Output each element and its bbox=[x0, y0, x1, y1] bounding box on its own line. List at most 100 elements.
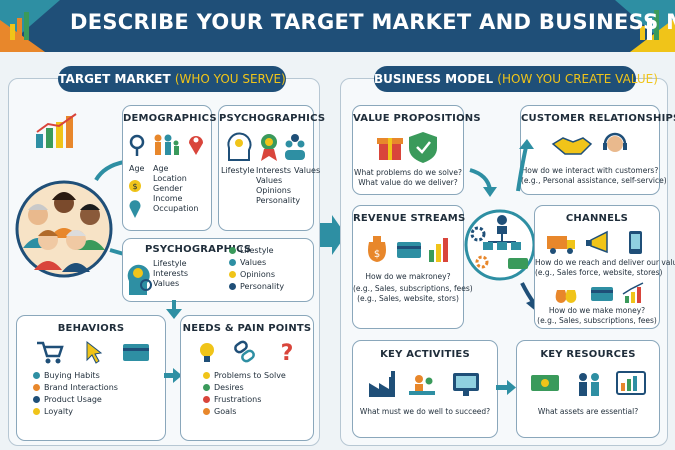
smartphone-icon bbox=[629, 231, 642, 254]
question-icon: ? bbox=[281, 341, 294, 366]
demographic-side-icons: $ bbox=[129, 180, 141, 218]
lightbulb-icon bbox=[200, 343, 214, 362]
revenue-streams-card: REVENUE STREAMS $ How do we makroney? (e… bbox=[352, 205, 473, 329]
channels-q4: (e.g., Sales, subscriptions, fees) bbox=[537, 316, 657, 325]
svg-text:$: $ bbox=[374, 249, 380, 260]
key-activities-card: KEY ACTIVITIES What must we do well to s… bbox=[352, 340, 498, 438]
customers-group-image bbox=[15, 180, 113, 278]
psychographics-card-mid: PSYCHOGRAPHICS Lifestyle Interests Value… bbox=[122, 238, 314, 302]
needs-item-text: Desires bbox=[214, 383, 244, 392]
shopping-cart-icon bbox=[37, 341, 64, 364]
bullet-icon bbox=[203, 384, 210, 391]
psychographics-label: Values bbox=[294, 166, 321, 175]
handshake-icon bbox=[551, 137, 593, 155]
key-resources-title: KEY RESOURCES bbox=[540, 349, 636, 360]
value-propositions-q2: What value do we deliver? bbox=[358, 178, 458, 187]
psychographics-item: Interests bbox=[153, 269, 188, 278]
channels-q3: How do we make money? bbox=[548, 306, 646, 315]
psychographics-item: Lifestyle bbox=[229, 245, 284, 257]
channels-title: CHANNELS bbox=[565, 213, 629, 224]
banner-decoration bbox=[0, 0, 675, 52]
bar-chart-icon bbox=[640, 10, 659, 40]
needs-icons: ? bbox=[200, 340, 294, 366]
customer-relationships-q1: How do we interact with customers? bbox=[521, 166, 659, 175]
cursor-click-icon bbox=[86, 340, 103, 364]
behaviors-item-text: Buying Habits bbox=[44, 371, 100, 380]
needs-item: Frustrations bbox=[203, 394, 286, 406]
connector-arrow-icon bbox=[320, 215, 346, 255]
psychographics-mid-right-list: Lifestyle Values Opinions Personality bbox=[229, 245, 284, 293]
growth-chart-icon bbox=[622, 282, 644, 303]
psychographics-item: Opinions bbox=[256, 186, 292, 195]
psychographics-item: Values bbox=[153, 279, 180, 288]
revenue-streams-title: REVENUE STREAMS bbox=[353, 213, 466, 224]
person-icon bbox=[34, 230, 62, 270]
svg-text:$: $ bbox=[132, 182, 137, 191]
bullet-icon bbox=[203, 372, 210, 379]
psychographics-item: Opinions bbox=[229, 269, 284, 281]
revenue-streams-q2: (e.g., Sales, subscriptions, fees) bbox=[353, 284, 473, 293]
resource-icons bbox=[531, 371, 646, 396]
channel-money-icons bbox=[555, 282, 644, 303]
psychographic-icons bbox=[227, 132, 305, 161]
needs-item-text: Goals bbox=[214, 407, 237, 416]
demographics-icon-label: Age bbox=[129, 164, 145, 173]
brain-head-icon bbox=[227, 132, 252, 161]
link-icon bbox=[234, 340, 255, 363]
psychographics-label: Interests bbox=[256, 166, 291, 175]
psychographics-item-text: Values bbox=[240, 258, 267, 267]
activity-icons bbox=[369, 371, 479, 397]
people-icon bbox=[579, 373, 599, 396]
money-bag-icon: $ bbox=[368, 236, 386, 262]
needs-item: Goals bbox=[203, 406, 286, 418]
bullet-icon bbox=[33, 384, 40, 391]
value-propositions-card: VALUE PROPOSITIONS What problems do we s… bbox=[352, 105, 481, 195]
business-flow-arrows bbox=[469, 139, 540, 313]
behaviors-item-text: Loyalty bbox=[44, 407, 73, 416]
cash-icon bbox=[531, 375, 559, 391]
customer-relationships-card: CUSTOMER RELATIONSHIPS How do we interac… bbox=[520, 105, 675, 195]
bullet-icon bbox=[33, 396, 40, 403]
target-market-heading-sub: (WHO YOU SERVE) bbox=[174, 72, 286, 86]
needs-title: NEEDS & PAIN POINTS bbox=[182, 323, 312, 334]
behavior-icons bbox=[37, 340, 149, 364]
family-icon bbox=[154, 134, 179, 155]
page-title: DESCRIBE YOUR TARGET MARKET AND BUSINESS… bbox=[70, 10, 675, 34]
behaviors-title: BEHAVIORS bbox=[57, 323, 125, 334]
shield-check-icon bbox=[409, 132, 437, 163]
money-bag-icon bbox=[555, 290, 577, 303]
behaviors-item: Brand Interactions bbox=[33, 382, 118, 394]
demographics-item: Occupation bbox=[153, 204, 199, 213]
gender-icon bbox=[129, 134, 145, 156]
person-icon bbox=[62, 230, 90, 272]
org-chart-icon bbox=[483, 215, 521, 250]
target-market-heading-text: TARGET MARKET bbox=[58, 72, 171, 86]
target-market-heading: TARGET MARKET (WHO YOU SERVE) bbox=[58, 66, 286, 92]
headset-icon bbox=[603, 132, 627, 152]
title-banner: DESCRIBE YOUR TARGET MARKET AND BUSINESS… bbox=[0, 0, 675, 52]
needs-item-text: Frustrations bbox=[214, 395, 262, 404]
svg-text:?: ? bbox=[281, 341, 294, 366]
psychographics-mid-title: PSYCHOGRAPHICS bbox=[145, 244, 252, 255]
gear-icon bbox=[475, 255, 489, 269]
money-icon bbox=[508, 258, 528, 269]
behaviors-list: Buying Habits Brand Interactions Product… bbox=[33, 370, 118, 418]
bullet-icon bbox=[229, 247, 236, 254]
bar-chart-icon bbox=[429, 238, 448, 262]
demographics-item: Income bbox=[153, 194, 183, 203]
right-arrow-icon bbox=[164, 368, 182, 383]
megaphone-icon bbox=[586, 230, 608, 254]
down-arrow-icon bbox=[166, 300, 182, 319]
business-model-heading-sub: (HOW YOU CREATE VALUE) bbox=[497, 72, 658, 86]
channels-card: CHANNELS How do we reach and deliver our… bbox=[534, 205, 675, 329]
bullet-icon bbox=[229, 283, 236, 290]
bullet-icon bbox=[229, 259, 236, 266]
needs-card: NEEDS & PAIN POINTS ? Problems to Solve … bbox=[180, 315, 314, 441]
demographics-card: DEMOGRAPHICS Age $ Age Location Gender I… bbox=[122, 105, 217, 231]
demographic-icons bbox=[129, 134, 203, 156]
behaviors-item-text: Brand Interactions bbox=[44, 383, 118, 392]
dollar-icon: $ bbox=[129, 180, 141, 192]
value-icons bbox=[377, 132, 437, 163]
psychographics-item-text: Personality bbox=[240, 282, 285, 291]
business-model-heading: BUSINESS MODEL (HOW YOU CREATE VALUE) bbox=[374, 66, 658, 92]
